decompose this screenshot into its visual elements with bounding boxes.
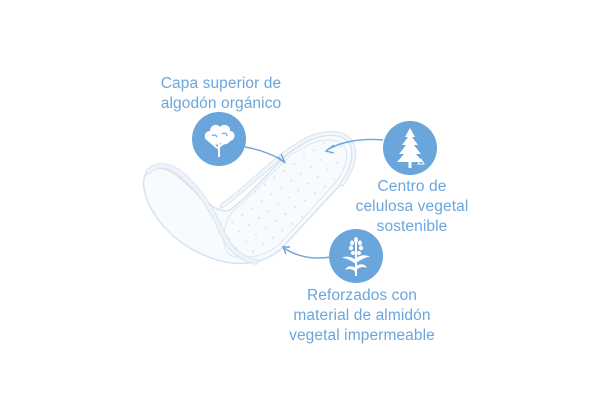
label-line: algodón orgánico: [160, 95, 282, 112]
callout-arrows: [244, 138, 384, 259]
plant-icon-badge: [329, 229, 383, 283]
label-line: sostenible: [376, 218, 448, 235]
callout-label-top-layer: Capa superior de algodón orgánico: [146, 74, 296, 114]
pine-tree-icon: [397, 128, 425, 168]
cotton-icon-badge: [192, 112, 246, 166]
callout-label-core: Centro de celulosa vegetal sostenible: [352, 177, 472, 237]
label-line: Reforzados con: [307, 287, 417, 304]
plant-icon: [342, 237, 370, 276]
label-line: vegetal impermeable: [289, 327, 435, 344]
pine-tree-icon-badge: [383, 121, 437, 175]
label-line: celulosa vegetal: [355, 198, 469, 215]
label-line: material de almidón: [293, 307, 431, 324]
label-line: Centro de: [377, 178, 447, 195]
cotton-icon: [204, 124, 235, 157]
label-line: Capa superior de: [160, 75, 282, 92]
callout-label-backing: Reforzados con material de almidón veget…: [286, 286, 438, 346]
